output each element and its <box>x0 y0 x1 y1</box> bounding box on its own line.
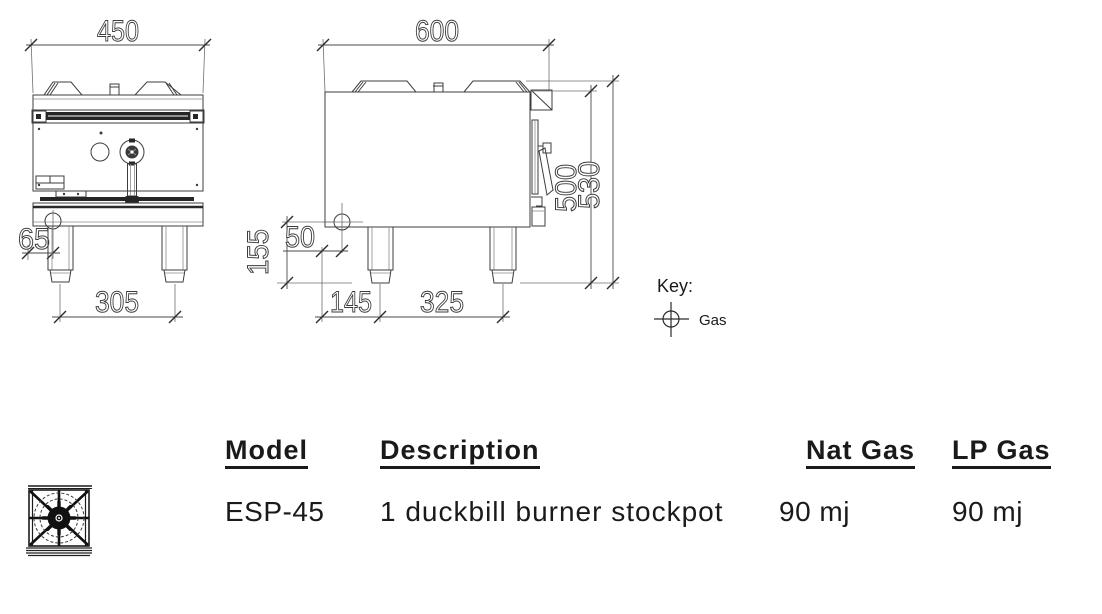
knob-hole <box>90 142 110 162</box>
side-overall-height-dim: 530 <box>573 161 606 209</box>
burner-top-view-icon <box>26 485 92 557</box>
front-gas-offset-dim: 65 <box>18 223 50 256</box>
technical-drawing: 450 <box>18 15 727 337</box>
front-leg-span-dim: 305 <box>95 286 139 319</box>
description-value: 1 duckbill burner stockpot <box>380 496 724 527</box>
rear-fittings <box>530 89 554 227</box>
key-gas-label: Gas <box>699 312 727 329</box>
col-header-description: Description <box>380 436 540 470</box>
valve-handle <box>119 138 145 203</box>
front-width-dim: 450 <box>97 15 139 48</box>
col-header-model: Model <box>225 436 308 470</box>
tray-rail <box>40 197 194 201</box>
legend-key: Key: Gas <box>654 276 727 337</box>
pilot-hole <box>99 131 103 135</box>
side-gas-inset-dim: 50 <box>285 221 315 254</box>
side-front-leg-dim: 145 <box>330 286 372 319</box>
nat-gas-value: 90 mj <box>779 496 850 527</box>
model-value: ESP-45 <box>225 496 325 527</box>
gas-symbol-side <box>323 203 363 253</box>
rating-plate <box>35 175 65 190</box>
side-depth-dim: 600 <box>415 15 459 48</box>
side-view: 600 <box>242 15 620 324</box>
lp-gas-value: 90 mj <box>952 496 1023 527</box>
front-legs <box>47 225 188 283</box>
side-body-height-dim: 500 <box>550 164 583 212</box>
col-header-nat-gas: Nat Gas <box>806 436 916 470</box>
side-leg-spacing-dim: 325 <box>420 286 464 319</box>
side-legs <box>367 226 517 284</box>
side-gas-height-dim: 155 <box>242 229 275 275</box>
front-view: 450 <box>18 15 212 324</box>
col-header-lp-gas: LP Gas <box>952 436 1051 470</box>
key-title: Key: <box>657 276 693 296</box>
gas-symbol-icon <box>654 302 689 337</box>
